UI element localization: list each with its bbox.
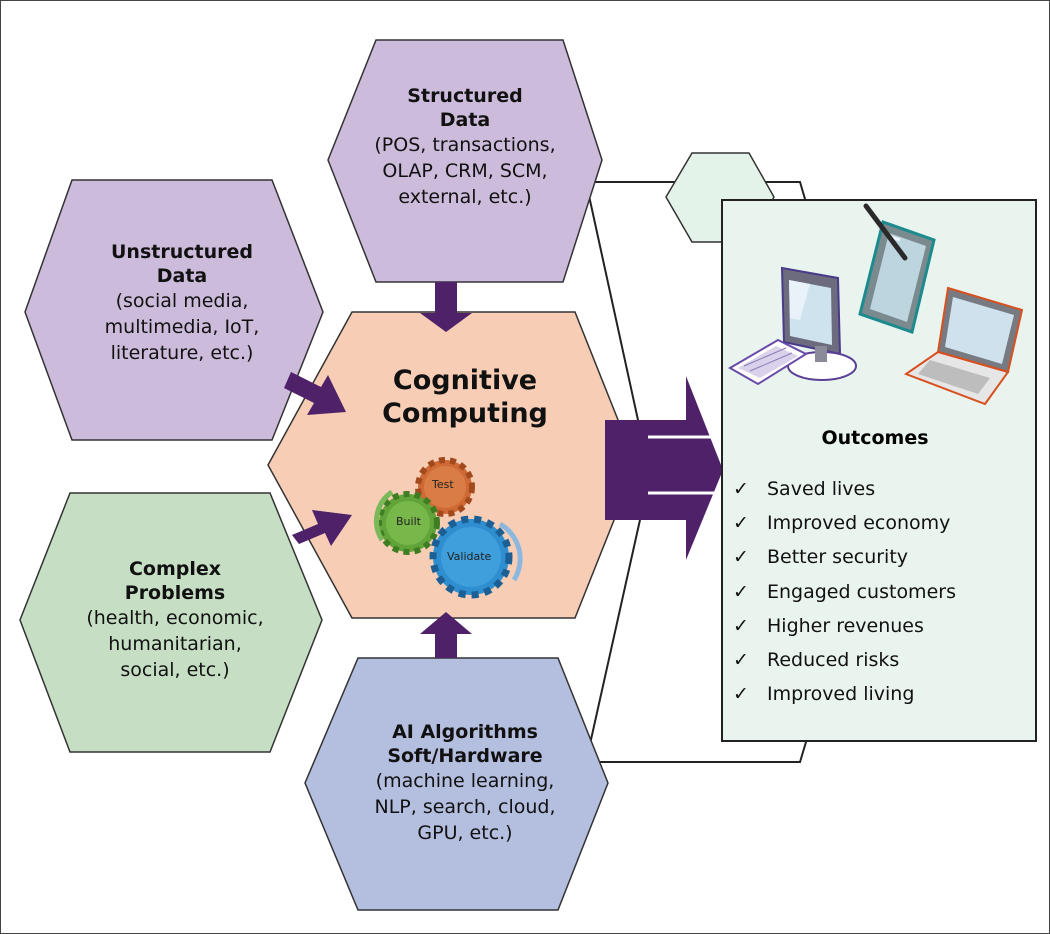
gear-cycle-arrow-left xyxy=(374,489,394,542)
cognitive-computing-title-1: Cognitive xyxy=(392,365,538,396)
complex-problems-hexagon xyxy=(19,492,323,753)
outcome-item: ✓ Higher revenues xyxy=(733,615,956,637)
check-icon: ✓ xyxy=(733,683,749,706)
gear-label-validate: Validate xyxy=(447,550,492,563)
desktop-monitor-icon xyxy=(780,266,857,381)
complex-problems-desc-3: social, etc.) xyxy=(120,659,230,681)
validate-gear-icon xyxy=(429,515,513,599)
outcome-item-label: Higher revenues xyxy=(767,614,924,637)
outcome-item: ✓ Reduced risks xyxy=(733,649,956,671)
arrow-ai-to-center xyxy=(420,612,472,658)
outcome-item-label: Improved living xyxy=(767,683,915,706)
outcome-item: ✓ Saved lives xyxy=(733,478,956,500)
arrow-structured-to-center xyxy=(420,282,472,332)
outcome-item-label: Engaged customers xyxy=(767,580,956,603)
outcome-item-label: Better security xyxy=(767,546,909,569)
complex-problems-desc-1: (health, economic, xyxy=(86,607,264,629)
gears-illustration xyxy=(374,457,523,599)
unstructured-data-desc-2: multimedia, IoT, xyxy=(104,316,260,338)
structured-data-hexagon xyxy=(327,39,603,283)
outcome-item-label: Reduced risks xyxy=(767,648,900,671)
outcome-item: ✓ Better security xyxy=(733,546,956,568)
structured-data-label: Structured Data (POS, transactions, OLAP… xyxy=(335,84,595,210)
tablet-icon xyxy=(858,203,936,334)
ai-algorithms-hexagon xyxy=(304,657,609,911)
outcome-item: ✓ Engaged customers xyxy=(733,581,956,603)
laptop-icon xyxy=(903,286,1024,406)
cognitive-computing-title-2: Computing xyxy=(382,398,548,429)
unstructured-data-label: Unstructured Data (social media, multime… xyxy=(42,240,322,366)
complex-problems-desc-2: humanitarian, xyxy=(108,633,242,655)
ai-algorithms-desc-1: (machine learning, xyxy=(375,770,555,792)
built-gear-icon xyxy=(376,491,440,555)
complex-problems-title-1: Complex xyxy=(128,558,222,580)
unstructured-data-hexagon xyxy=(24,179,324,441)
outcomes-list: ✓ Saved lives ✓ Improved economy ✓ Better s… xyxy=(733,478,956,717)
gear-label-built: Built xyxy=(396,515,421,528)
gear-cycle-arrow-right xyxy=(498,521,523,582)
keyboard-icon xyxy=(728,338,809,386)
arrow-center-to-outcomes xyxy=(605,376,723,560)
unstructured-data-title-2: Data xyxy=(156,265,208,287)
ai-algorithms-desc-2: NLP, search, cloud, xyxy=(374,796,556,818)
check-icon: ✓ xyxy=(733,580,749,603)
ai-algorithms-title-2: Soft/Hardware xyxy=(387,745,543,767)
outcome-item: ✓ Improved economy xyxy=(733,512,956,534)
unstructured-data-desc-3: literature, etc.) xyxy=(110,342,254,364)
structured-data-desc-3: external, etc.) xyxy=(398,186,532,208)
gear-label-test: Test xyxy=(432,478,454,491)
structured-data-desc-1: (POS, transactions, xyxy=(374,134,556,156)
structured-data-title-1: Structured xyxy=(407,85,523,107)
check-icon: ✓ xyxy=(733,648,749,671)
check-icon: ✓ xyxy=(733,512,749,535)
check-icon: ✓ xyxy=(733,546,749,569)
check-icon: ✓ xyxy=(733,478,749,500)
test-gear-icon xyxy=(415,457,475,517)
unstructured-data-title-1: Unstructured xyxy=(111,241,253,263)
ai-algorithms-label: AI Algorithms Soft/Hardware (machine lea… xyxy=(330,720,600,846)
outcome-item-label: Improved economy xyxy=(767,512,951,535)
unstructured-data-desc-1: (social media, xyxy=(115,290,249,312)
outcome-item: ✓ Improved living xyxy=(733,683,956,705)
structured-data-title-2: Data xyxy=(439,109,491,131)
check-icon: ✓ xyxy=(733,614,749,637)
arrow-complex-to-center xyxy=(292,510,352,546)
complex-problems-label: Complex Problems (health, economic, huma… xyxy=(35,557,315,683)
arrow-unstructured-to-center xyxy=(284,372,346,415)
devices-illustration xyxy=(728,203,1024,406)
complex-problems-title-2: Problems xyxy=(124,582,226,604)
ai-algorithms-desc-3: GPU, etc.) xyxy=(417,822,513,844)
structured-data-desc-2: OLAP, CRM, SCM, xyxy=(382,160,548,182)
outcome-item-label: Saved lives xyxy=(767,478,876,500)
outcomes-title: Outcomes xyxy=(821,427,929,449)
cognitive-computing-label: Cognitive Computing xyxy=(330,364,600,430)
ai-algorithms-title-1: AI Algorithms xyxy=(392,721,538,743)
